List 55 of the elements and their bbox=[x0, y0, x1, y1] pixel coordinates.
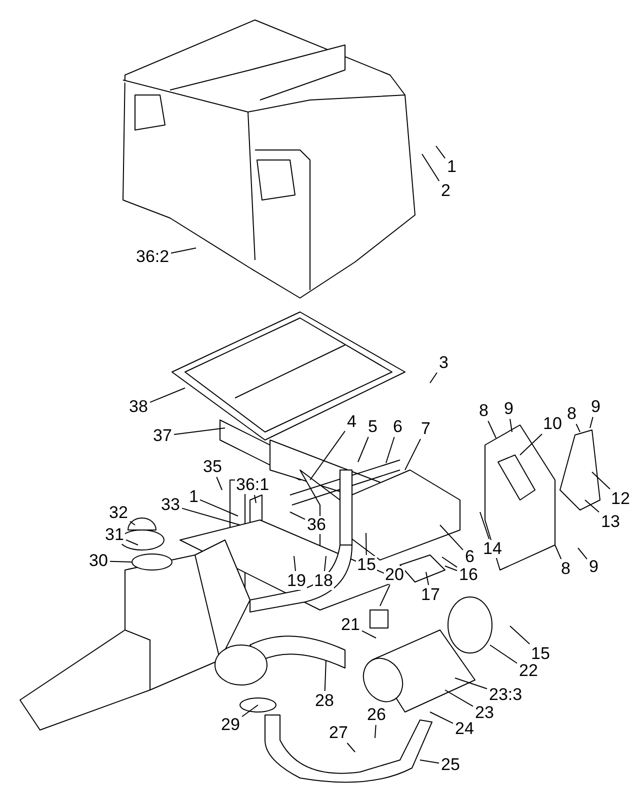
callout-number: 36:1 bbox=[235, 476, 270, 494]
leader-line bbox=[444, 690, 474, 707]
leader-line bbox=[386, 436, 395, 464]
leader-line bbox=[576, 424, 580, 432]
leader-line bbox=[290, 512, 306, 520]
leader-line bbox=[242, 704, 258, 718]
leader-line bbox=[200, 499, 238, 516]
callout-number: 31 bbox=[104, 526, 125, 544]
leader-line bbox=[170, 248, 196, 254]
leader-line bbox=[362, 630, 376, 638]
callout-number: 14 bbox=[482, 540, 503, 558]
leader-line bbox=[324, 660, 326, 692]
leader-line bbox=[110, 560, 132, 562]
leader-line bbox=[324, 556, 326, 572]
leader-line bbox=[150, 388, 186, 403]
leader-line bbox=[510, 418, 512, 432]
callout-number: 15 bbox=[356, 556, 377, 574]
leader-line bbox=[430, 372, 438, 384]
leader-line bbox=[426, 572, 430, 586]
leader-line bbox=[404, 438, 421, 470]
leader-line bbox=[554, 544, 562, 560]
callout-number: 18 bbox=[313, 572, 334, 590]
leader-line bbox=[590, 416, 594, 428]
leader-line bbox=[130, 520, 136, 526]
callout-number: 19 bbox=[286, 572, 307, 590]
leader-line bbox=[510, 626, 530, 644]
leader-line bbox=[488, 420, 496, 438]
leader-line bbox=[182, 508, 240, 526]
leader-line bbox=[442, 556, 458, 568]
leader-line bbox=[346, 742, 356, 752]
leader-line bbox=[520, 434, 543, 456]
callout-number: 36 bbox=[306, 516, 327, 534]
leader-line bbox=[374, 724, 376, 738]
leader-line bbox=[422, 154, 440, 182]
callout-number: 20 bbox=[384, 566, 405, 584]
leader-line bbox=[254, 494, 256, 504]
leader-line bbox=[294, 556, 296, 572]
leader-line bbox=[358, 436, 369, 462]
leader-line bbox=[440, 524, 464, 550]
leader-line bbox=[174, 428, 226, 436]
leader-line bbox=[584, 500, 600, 513]
leader-line bbox=[578, 548, 588, 560]
leader-line bbox=[366, 532, 367, 556]
leader-line bbox=[454, 678, 488, 690]
leader-line bbox=[436, 146, 446, 159]
leader-line bbox=[444, 566, 458, 572]
leader-line bbox=[310, 430, 346, 480]
leader-line bbox=[480, 512, 490, 540]
leader-line bbox=[592, 472, 610, 490]
leader-line bbox=[380, 584, 390, 606]
leader-line bbox=[420, 760, 440, 764]
leader-line bbox=[126, 539, 138, 546]
leader-line bbox=[490, 644, 518, 664]
leader-line bbox=[216, 476, 222, 490]
leader-line bbox=[430, 712, 454, 724]
